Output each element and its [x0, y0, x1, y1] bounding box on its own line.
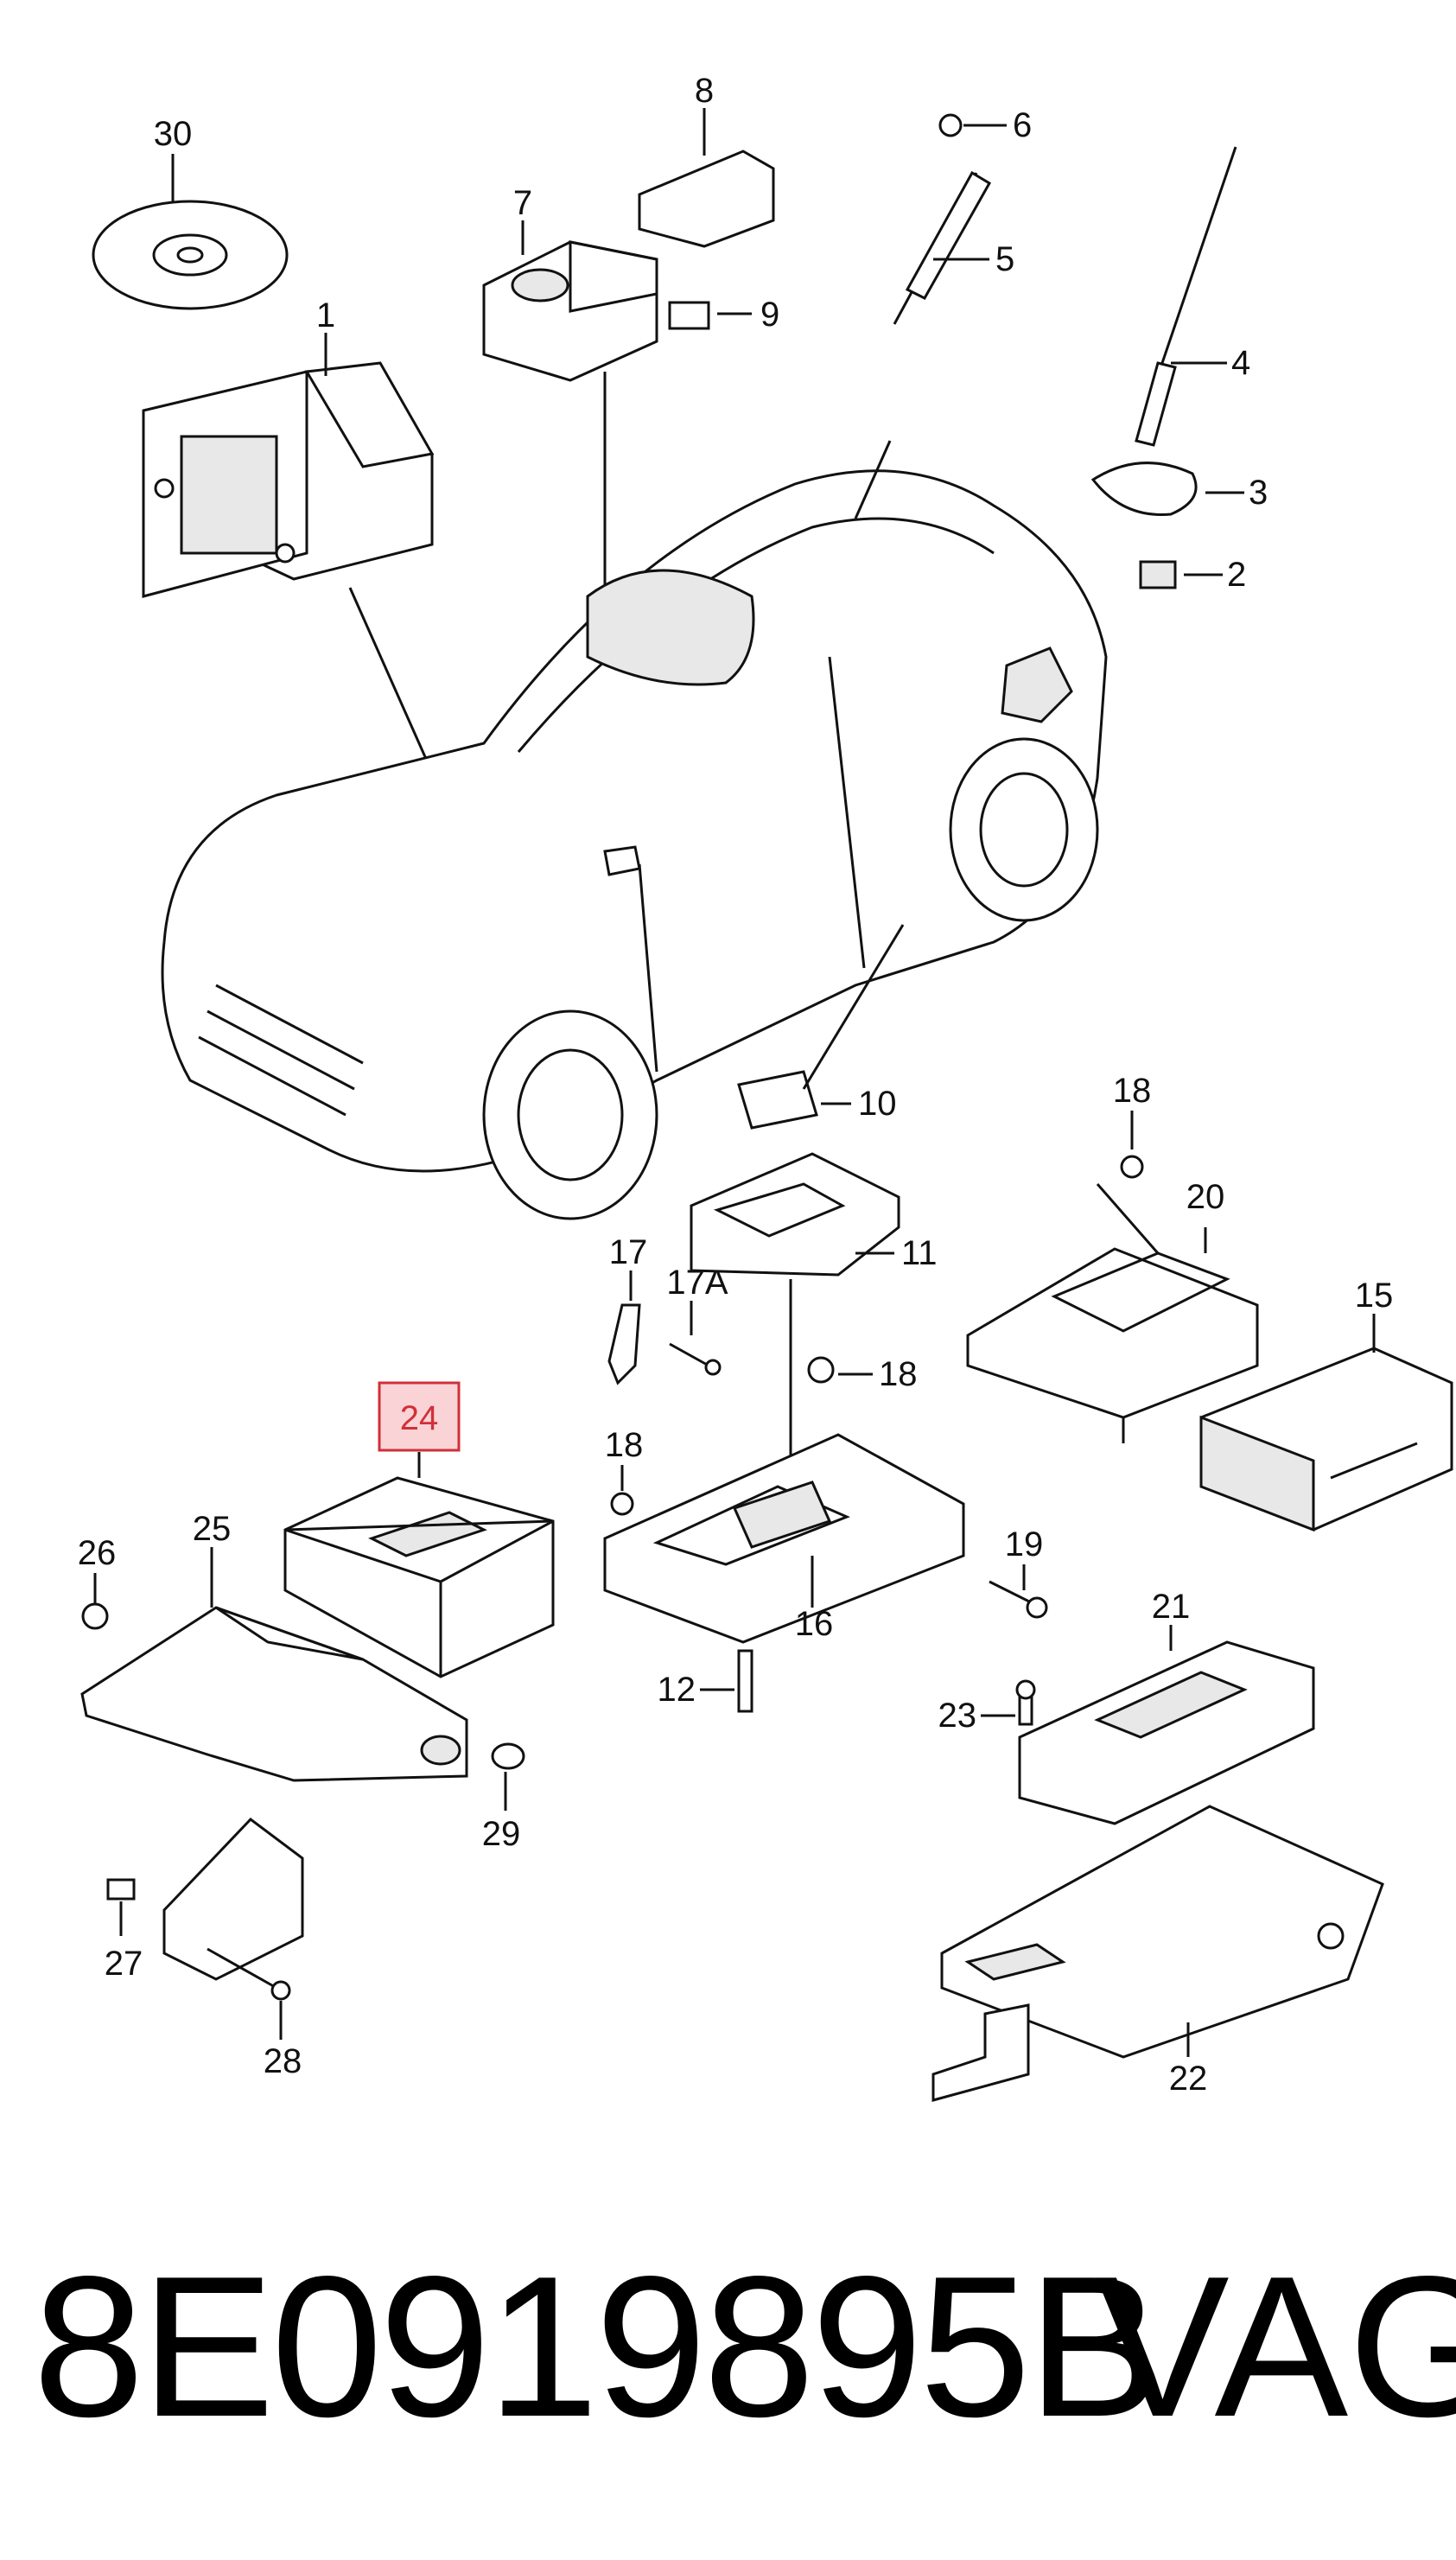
part-4-antenna-mast — [1135, 146, 1237, 447]
part-11-bracket — [690, 1152, 900, 1277]
part-23-screw — [1015, 1679, 1036, 1726]
callout-label: 17A — [666, 1264, 728, 1302]
callout-label: 28 — [264, 2042, 302, 2080]
parts-diagram: 30 1 8 7 9 6 5 4 3 2 10 18 20 11 17 17A … — [78, 72, 1453, 2102]
callout-label: 16 — [795, 1605, 834, 1643]
callout-label: 5 — [995, 240, 1014, 278]
part-30-disc — [92, 200, 289, 310]
brand-name: VAG — [1096, 2235, 1456, 2459]
callout-label: 3 — [1249, 474, 1268, 512]
bracket-27-28 — [162, 1818, 304, 1981]
part-number: 8E0919895B — [33, 2235, 1161, 2459]
part-10-module — [737, 1070, 818, 1130]
part-21-module — [1018, 1640, 1315, 1825]
part-29-cap — [491, 1742, 525, 1770]
part-7-switch-block — [482, 240, 658, 382]
callout-label: 18 — [605, 1426, 644, 1464]
part-16-bracket — [603, 1433, 965, 1644]
part-12-bolt — [737, 1649, 753, 1713]
callout-label: 18 — [1113, 1072, 1152, 1110]
part-26-nut — [81, 1602, 109, 1630]
callout-label: 8 — [695, 72, 714, 110]
part-17-clip — [607, 1303, 641, 1385]
callout-label: 19 — [1005, 1525, 1044, 1563]
part-19-screw — [989, 1580, 1048, 1619]
part-8-cover — [638, 150, 775, 248]
callout-label: 20 — [1186, 1178, 1225, 1216]
callout-label: 9 — [760, 296, 779, 334]
part-24-navigation-unit — [283, 1476, 555, 1678]
part-20-bracket — [966, 1247, 1259, 1443]
part-6-bolt — [938, 113, 963, 137]
part-3-antenna-base — [1090, 462, 1198, 516]
part-18-nut-left — [610, 1492, 634, 1516]
callout-label: 10 — [858, 1085, 897, 1123]
part-22-tray — [931, 1805, 1384, 2102]
callout-label: 7 — [513, 184, 532, 222]
callout-label: 23 — [938, 1697, 977, 1735]
callout-label: 6 — [1013, 106, 1032, 144]
car-body — [161, 440, 1108, 1220]
callout-label: 25 — [193, 1510, 232, 1548]
part-17a-pin — [669, 1342, 722, 1376]
part-15-changer — [1199, 1347, 1453, 1532]
callout-label: 22 — [1169, 2060, 1208, 2098]
callout-label: 11 — [901, 1234, 938, 1272]
callout-label: 2 — [1227, 556, 1246, 594]
part-27-clip — [106, 1878, 136, 1901]
callout-label: 21 — [1152, 1588, 1191, 1626]
callout-label: 15 — [1355, 1277, 1394, 1315]
part-5-strut — [893, 170, 992, 325]
callout-label: 26 — [78, 1534, 117, 1572]
part-2-nut — [1139, 560, 1177, 589]
callout-label: 12 — [658, 1671, 696, 1709]
callout-label: 27 — [105, 1945, 143, 1983]
callout-label: 18 — [879, 1355, 918, 1393]
part-9-connector — [668, 301, 710, 330]
part-28-screw — [207, 1947, 291, 2001]
callout-label: 29 — [482, 1815, 521, 1853]
callout-label: 4 — [1231, 344, 1250, 382]
part-18-nut-mid — [807, 1356, 835, 1384]
callout-label: 30 — [154, 115, 193, 153]
part-18-nut-top — [1120, 1155, 1144, 1179]
callout-24-highlight — [378, 1381, 461, 1452]
part-1-radio-unit — [142, 361, 435, 598]
part-25-holder — [80, 1606, 468, 1782]
callout-label: 17 — [609, 1233, 648, 1271]
callout-label: 1 — [316, 296, 335, 334]
callout-label: 24 — [400, 1399, 439, 1437]
